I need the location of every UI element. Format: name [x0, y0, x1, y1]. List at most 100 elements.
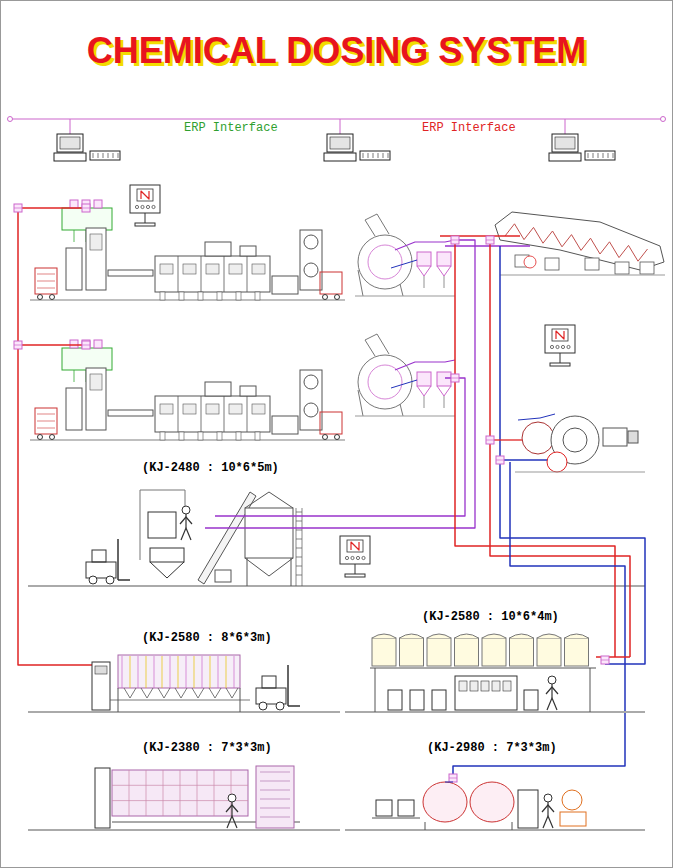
production-line-part — [240, 246, 256, 256]
liquid-tank-station-part — [565, 634, 589, 638]
production-line-part — [229, 404, 242, 414]
dryer-unit-part — [355, 416, 455, 417]
production-line-part — [90, 374, 102, 390]
computer-terminal-part — [57, 134, 83, 152]
computer-terminal-part — [603, 153, 604, 158]
control-monitor-part — [550, 363, 570, 366]
production-line-part — [108, 270, 153, 276]
powder-dosing-station-part — [92, 662, 110, 710]
right-machine-part — [515, 472, 645, 473]
dimension-label: (KJ-2580 : 8*6*3m) — [140, 631, 274, 645]
mixing-station-part — [560, 812, 586, 826]
liquid-tank-station-part — [455, 676, 517, 710]
control-monitor-part — [550, 345, 553, 348]
long-dryer-machine-part — [640, 262, 654, 274]
liquid-tank-station-part — [565, 638, 589, 666]
dryer-unit-part — [444, 276, 445, 288]
dosing-pipes-part — [500, 459, 547, 460]
production-line — [30, 340, 345, 440]
bus-label: ERP Interface — [420, 121, 518, 135]
dosing-pipes-part — [82, 345, 90, 346]
production-line-part — [70, 340, 78, 348]
right-machine-part — [563, 428, 587, 452]
erp-bus-part — [8, 117, 13, 122]
silo-station-part — [86, 562, 116, 578]
dryer-unit-part — [417, 386, 431, 396]
mixing-station — [345, 782, 645, 830]
production-line-part — [178, 396, 179, 432]
computer-terminal-part — [388, 153, 389, 158]
bag-storage-station-part — [112, 785, 248, 786]
powder-dosing-station-part — [259, 702, 267, 710]
bus-label: ERP Interface — [182, 121, 280, 135]
dryer-unit-part — [417, 266, 431, 276]
silo-station-part — [291, 558, 292, 586]
dosing-pipes-part — [455, 236, 615, 657]
powder-dosing-station-part — [170, 656, 171, 688]
powder-dosing-station-part — [226, 656, 227, 688]
production-line-part — [160, 404, 173, 414]
dosing-pipes-part — [451, 378, 459, 379]
dosing-pipes-part — [14, 341, 22, 349]
computer-terminal — [54, 119, 120, 161]
silo-station-part — [118, 579, 130, 581]
production-line-part — [38, 295, 43, 300]
liquid-tank-station-part — [551, 684, 552, 698]
powder-dosing-station-part — [186, 656, 187, 688]
powder-dosing-station — [28, 655, 340, 712]
control-monitor-part — [567, 345, 570, 348]
dryer-unit — [355, 334, 455, 416]
silo-station-part — [140, 490, 141, 560]
dryer-unit-part — [358, 355, 412, 409]
liquid-tank-station-part — [459, 681, 467, 691]
right-machine-part — [522, 422, 554, 454]
powder-dosing-station-part — [146, 656, 147, 688]
bag-storage-station-part — [95, 768, 110, 828]
bag-storage-station-part — [146, 770, 147, 816]
production-line-part — [272, 416, 298, 434]
computer-terminal-part — [93, 153, 94, 158]
production-line-part — [320, 412, 342, 434]
silo-station-part — [245, 558, 293, 576]
mixing-station-part — [376, 800, 392, 816]
liquid-tank-station-part — [546, 687, 558, 694]
bag-storage-station-part — [28, 829, 340, 831]
dryer-unit-part — [417, 372, 431, 386]
bag-storage-station-part — [129, 770, 130, 816]
production-line-part — [94, 340, 102, 348]
dosing-pipes-part — [496, 460, 504, 461]
production-line-part — [224, 396, 225, 432]
dryer-unit-part — [368, 365, 402, 399]
long-dryer-machine — [495, 212, 665, 275]
powder-dosing-station-part — [122, 656, 123, 688]
liquid-tank-station-part — [510, 634, 534, 638]
production-line — [30, 200, 345, 300]
liquid-tank-station-part — [590, 668, 591, 712]
control-monitor-part — [556, 345, 559, 348]
liquid-tank-station — [345, 634, 645, 712]
silo-station-part — [181, 528, 191, 540]
liquid-tank-station-part — [524, 690, 538, 710]
liquid-tank-station-part — [482, 634, 506, 638]
production-line-part — [74, 370, 75, 382]
silo-station-part — [302, 508, 303, 586]
liquid-tank-station-part — [510, 638, 534, 666]
computer-terminal — [324, 119, 390, 161]
dosing-pipes-part — [82, 208, 90, 209]
computer-terminal-part — [555, 137, 575, 149]
long-dryer-machine-part — [524, 256, 536, 268]
long-dryer-machine-part — [585, 258, 599, 270]
dosing-pipes-part — [18, 207, 86, 209]
computer-terminal-part — [549, 153, 581, 161]
dryer-unit-part — [395, 240, 455, 250]
production-line-part — [74, 230, 75, 242]
computer-terminal-part — [383, 153, 384, 158]
production-line-part — [86, 228, 106, 290]
liquid-tank-station-part — [455, 634, 479, 638]
dryer-unit-part — [437, 372, 451, 386]
liquid-tank-station-part — [482, 638, 506, 666]
computer-terminal-part — [378, 153, 379, 158]
